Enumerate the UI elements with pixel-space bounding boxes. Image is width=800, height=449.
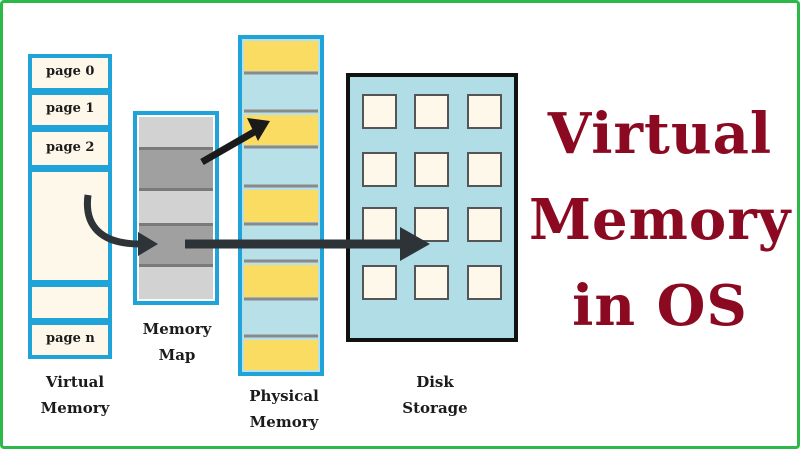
disk-block — [362, 94, 397, 129]
disk-blocks — [362, 94, 502, 300]
disk-block — [362, 152, 397, 187]
virtual-to-map-arrowhead — [138, 232, 158, 256]
title-line-2: Memory — [529, 187, 792, 253]
map-row-5 — [139, 267, 213, 299]
page-n-box — [28, 321, 112, 359]
page-1-label: page 1 — [46, 101, 95, 116]
virtual-to-map-arrow — [83, 194, 141, 248]
disk-block — [467, 207, 502, 242]
memory-map-caption-line1: Memory — [142, 320, 212, 338]
page-0-box — [28, 54, 112, 92]
mapping-arrows — [83, 118, 430, 261]
physical-frame-3 — [244, 190, 318, 222]
physical-memory-caption-line1: Physical — [249, 387, 319, 405]
disk-block — [467, 94, 502, 129]
map-to-disk-arrowhead — [400, 227, 430, 261]
virtual-memory-caption-line1: Virtual — [45, 373, 105, 391]
virtual-memory-column — [28, 54, 112, 359]
map-to-physical-arrow — [200, 128, 256, 166]
physical-frame-4 — [244, 265, 318, 297]
virtual-memory-caption-line2: Memory — [40, 399, 110, 417]
disk-block — [362, 207, 397, 242]
physical-frame-1 — [244, 41, 318, 71]
physical-memory-caption: Physical Memory — [231, 383, 337, 435]
physical-memory-column — [238, 35, 324, 376]
page-0-label: page 0 — [46, 64, 95, 79]
title-line-3: in OS — [572, 273, 748, 339]
title-line-1: Virtual — [547, 101, 773, 167]
physical-memory-caption-line2: Memory — [249, 413, 319, 431]
disk-storage — [346, 73, 518, 342]
map-row-3 — [139, 191, 213, 223]
map-to-physical-arrowhead — [247, 118, 270, 141]
disk-storage-caption-line1: Disk — [416, 373, 454, 391]
disk-block — [467, 265, 502, 300]
disk-block — [467, 152, 502, 187]
disk-storage-caption: Disk Storage — [385, 369, 485, 421]
page-block-large — [28, 168, 112, 284]
disk-block — [414, 207, 449, 242]
map-row-1 — [139, 117, 213, 147]
disk-block — [414, 265, 449, 300]
physical-frame-5 — [244, 340, 318, 370]
memory-map-column — [133, 111, 219, 305]
disk-storage-caption-line2: Storage — [402, 399, 468, 417]
memory-map-caption: Memory Map — [127, 316, 227, 368]
page-2-label: page 2 — [46, 140, 95, 155]
memory-map-caption-line2: Map — [158, 346, 196, 364]
title-block: Virtual Memory in OS — [529, 91, 791, 349]
page-block-small — [28, 283, 112, 322]
map-row-2 — [139, 150, 213, 188]
page-n-label: page n — [46, 331, 95, 346]
page-1-box — [28, 91, 112, 129]
page-2-box — [28, 128, 112, 169]
disk-block — [362, 265, 397, 300]
disk-block — [414, 94, 449, 129]
disk-block — [414, 152, 449, 187]
virtual-memory-caption: Virtual Memory — [25, 369, 125, 421]
